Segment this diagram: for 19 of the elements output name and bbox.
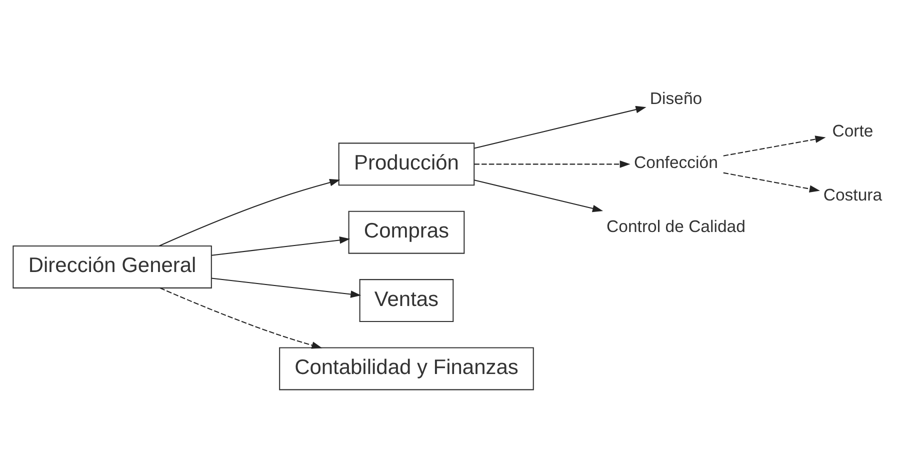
arrow xyxy=(474,160,630,168)
node-box: Producción xyxy=(338,142,474,186)
node-text: Control de Calidad xyxy=(606,216,745,236)
node-box: Compras xyxy=(348,210,464,254)
node-text: Corte xyxy=(832,121,873,140)
node-box: Ventas xyxy=(358,278,454,322)
arrow xyxy=(158,178,340,246)
arrow xyxy=(722,135,826,156)
node-text: Confección xyxy=(634,152,718,172)
node-box: Dirección General xyxy=(12,244,212,288)
node-text: Costura xyxy=(822,185,882,204)
arrow xyxy=(474,105,646,148)
arrow xyxy=(474,179,603,212)
arrow xyxy=(210,277,361,298)
node-text: Diseño xyxy=(649,88,702,108)
arrow xyxy=(722,172,820,192)
arrow xyxy=(210,236,350,256)
node-box: Contabilidad y Finanzas xyxy=(278,346,534,390)
arrow xyxy=(159,287,322,348)
